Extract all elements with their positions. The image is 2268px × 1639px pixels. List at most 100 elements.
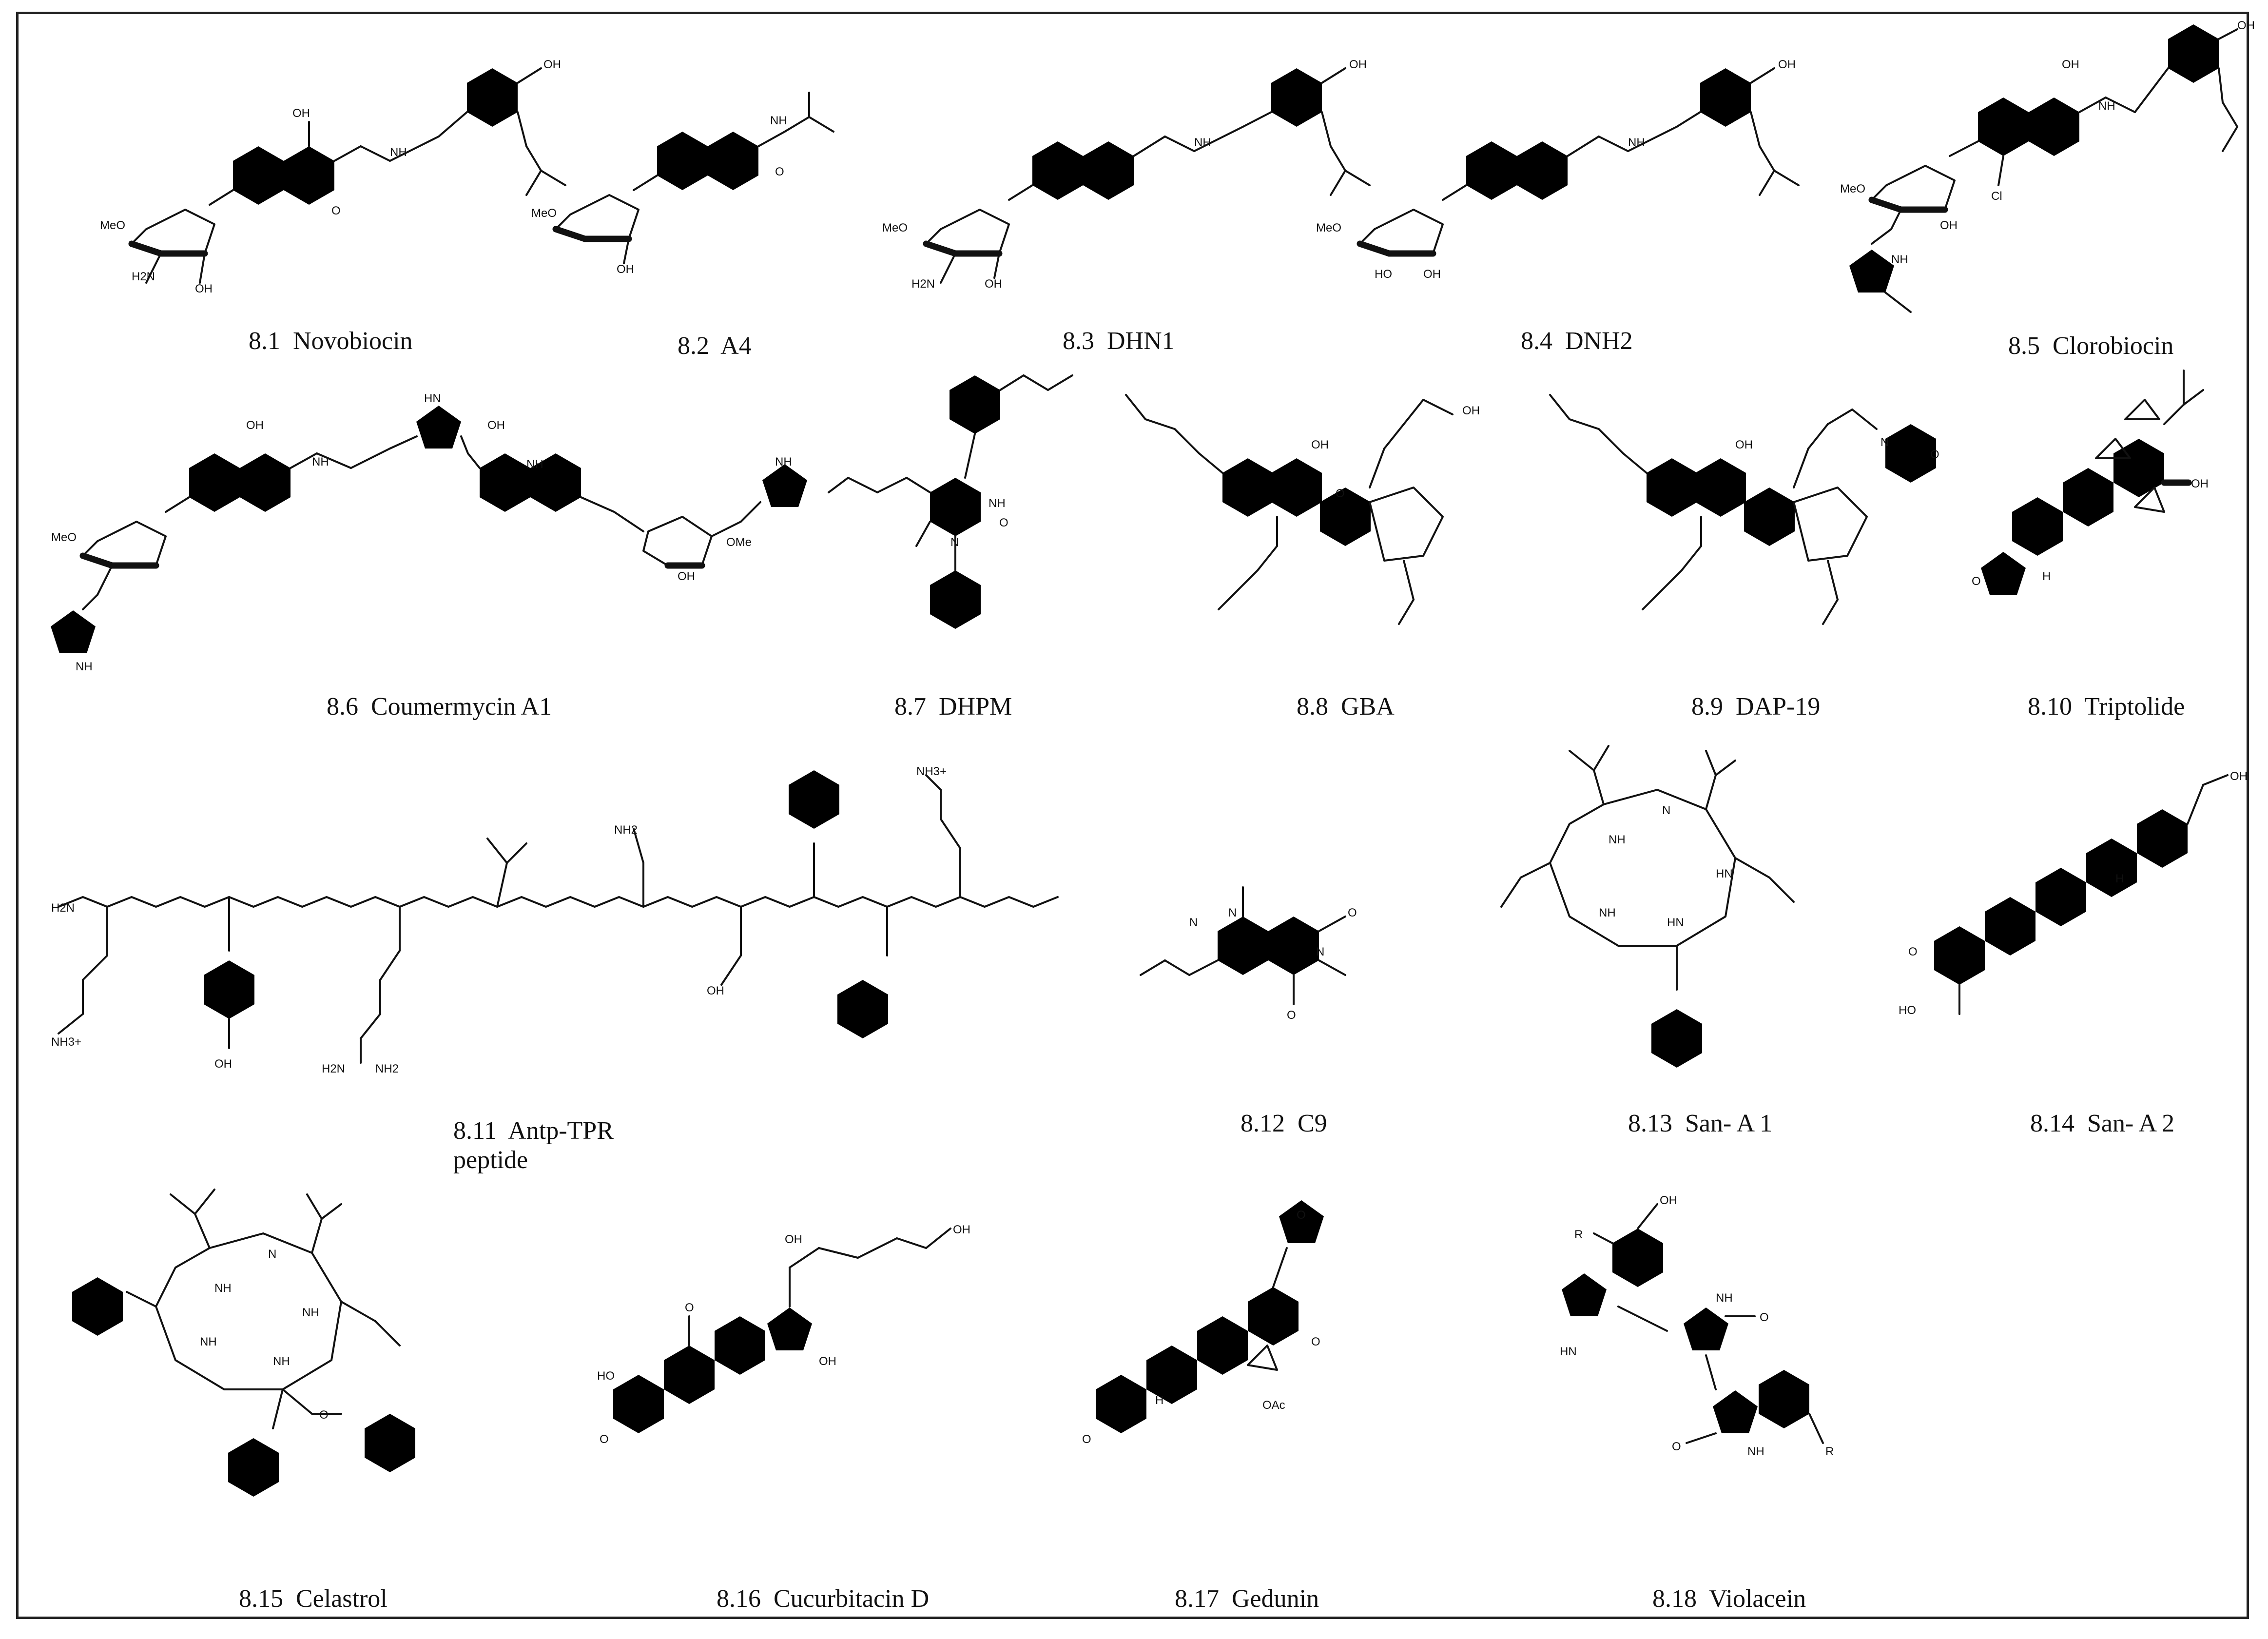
structure-8-9-dap-19: OH N O — [1549, 394, 1939, 625]
svg-text:OH: OH — [214, 1057, 232, 1071]
label-8-14: 8.14 San- A 2 — [2030, 1110, 2175, 1137]
svg-text:NH: NH — [1194, 136, 1211, 149]
svg-text:O: O — [775, 165, 784, 178]
svg-text:NH: NH — [200, 1335, 217, 1348]
svg-text:NH2: NH2 — [614, 823, 638, 837]
svg-text:NH: NH — [312, 455, 329, 468]
svg-text:N: N — [1189, 916, 1198, 929]
structure-8-5-clorobiocin: OH OH NH Cl MeO NH OH — [1840, 19, 2255, 313]
svg-text:OH: OH — [707, 984, 724, 997]
svg-text:OH: OH — [1423, 268, 1441, 281]
svg-text:OH: OH — [785, 1233, 802, 1246]
svg-text:O: O — [1287, 1009, 1296, 1022]
svg-text:H: H — [2042, 570, 2051, 583]
svg-text:O: O — [685, 1301, 694, 1314]
structure-8-10-triptolide: OH O H — [1972, 370, 2209, 595]
svg-text:NH: NH — [273, 1355, 290, 1368]
svg-text:H2N: H2N — [51, 901, 75, 915]
svg-text:NH: NH — [1891, 253, 1908, 266]
svg-text:NH: NH — [770, 114, 787, 127]
label-8-5: 8.5 Clorobiocin — [2008, 332, 2174, 360]
svg-text:O: O — [1082, 1433, 1091, 1446]
structure-8-12-c9: N N N O O — [1140, 886, 1357, 1022]
svg-text:NH: NH — [2098, 99, 2115, 113]
svg-text:NH: NH — [1747, 1445, 1764, 1458]
svg-text:OH: OH — [2191, 477, 2209, 490]
svg-text:NH3+: NH3+ — [51, 1035, 81, 1049]
svg-text:N: N — [1228, 906, 1237, 919]
label-8-9: 8.9 DAP-19 — [1691, 693, 1821, 721]
svg-text:N: N — [950, 536, 959, 549]
svg-text:OH: OH — [246, 419, 264, 432]
svg-text:O: O — [1972, 575, 1981, 588]
label-8-6: 8.6 Coumermycin A1 — [327, 693, 552, 721]
svg-text:OH: OH — [1311, 438, 1329, 451]
svg-text:HO: HO — [1899, 1004, 1916, 1017]
svg-text:OH: OH — [195, 282, 213, 295]
svg-text:MeO: MeO — [51, 531, 77, 544]
svg-text:O: O — [319, 1408, 329, 1422]
svg-text:MeO: MeO — [882, 221, 908, 234]
structure-8-17-gedunin: O O OAc O H — [1082, 1200, 1324, 1446]
label-8-8: 8.8 GBA — [1297, 693, 1395, 721]
structure-8-6-coumermycin-a1: OH OH NH HN NH MeO OMe NH NH OH — [51, 392, 807, 673]
svg-text:HO: HO — [1375, 268, 1392, 281]
svg-text:NH2: NH2 — [375, 1062, 399, 1075]
label-8-17: 8.17 Gedunin — [1175, 1585, 1319, 1613]
svg-text:OH: OH — [1660, 1194, 1677, 1207]
svg-text:HN: HN — [1667, 916, 1684, 929]
svg-text:OH: OH — [543, 58, 561, 71]
svg-text:Cl: Cl — [1991, 190, 2002, 203]
svg-text:O: O — [1908, 945, 1918, 958]
structure-8-14-san-a2: O HO OH H — [1899, 770, 2248, 1017]
svg-text:O: O — [1760, 1311, 1769, 1324]
structure-8-11-antp-tpr-peptide: H2N NH3+ NH3+ OH OH NH2 H2N NH2 — [51, 765, 1059, 1075]
svg-text:MeO: MeO — [1840, 182, 1865, 195]
structure-8-7-dhpm: NH N O — [828, 374, 1073, 629]
svg-text:NH: NH — [390, 146, 407, 159]
svg-text:NH: NH — [76, 660, 93, 673]
label-8-16: 8.16 Cucurbitacin D — [717, 1585, 930, 1613]
svg-text:NH3+: NH3+ — [916, 765, 947, 778]
svg-text:O: O — [1336, 487, 1345, 500]
svg-text:H: H — [1155, 1394, 1163, 1407]
svg-text:R: R — [1825, 1445, 1834, 1458]
svg-text:OH: OH — [1940, 219, 1958, 232]
structure-8-18-violacein: OH R HN NH O O NH R — [1560, 1194, 1834, 1458]
svg-text:O: O — [1348, 906, 1357, 919]
svg-text:H2N: H2N — [132, 270, 155, 283]
label-8-1: 8.1 Novobiocin — [249, 327, 413, 355]
svg-text:NH: NH — [1599, 906, 1616, 919]
structure-8-15-celastrol: NH N NH NH NH O — [72, 1189, 415, 1497]
svg-text:NH: NH — [526, 458, 543, 471]
svg-text:N: N — [1880, 436, 1889, 449]
svg-text:OMe: OMe — [726, 536, 752, 549]
structure-8-4-dnh2: OH NH MeO HO OH — [1316, 58, 1800, 281]
structure-8-16-cucurbitacin-d: HO O OH OH OH O — [597, 1223, 970, 1446]
svg-text:R: R — [1574, 1228, 1583, 1241]
svg-text:O: O — [1311, 1335, 1320, 1348]
svg-text:OH: OH — [2237, 19, 2255, 32]
svg-text:NH: NH — [1716, 1291, 1733, 1305]
svg-text:H: H — [2115, 872, 2124, 885]
label-8-15: 8.15 Celastrol — [239, 1585, 388, 1613]
svg-text:O: O — [331, 204, 341, 217]
svg-text:HO: HO — [597, 1369, 615, 1383]
svg-text:OAc: OAc — [1262, 1399, 1285, 1412]
label-8-13: 8.13 San- A 1 — [1628, 1110, 1773, 1137]
svg-text:MeO: MeO — [100, 219, 125, 232]
svg-text:NH: NH — [214, 1282, 232, 1295]
svg-text:HN: HN — [424, 392, 441, 405]
svg-text:O: O — [1672, 1440, 1681, 1453]
svg-text:N: N — [268, 1248, 276, 1261]
structure-8-3-dhn1: OH NH MeO H2N OH — [882, 58, 1371, 291]
svg-text:OH: OH — [1349, 58, 1367, 71]
svg-text:O: O — [1297, 1209, 1306, 1222]
label-8-7: 8.7 DHPM — [894, 693, 1012, 721]
label-8-3: 8.3 DHN1 — [1063, 327, 1175, 355]
structure-8-2-a4: NH MeO OH O — [531, 92, 834, 276]
structure-8-1-novobiocin: OH OH NH O MeO H2N OH — [100, 58, 566, 295]
label-8-18: 8.18 Violacein — [1652, 1585, 1806, 1613]
svg-text:O: O — [1930, 448, 1939, 461]
